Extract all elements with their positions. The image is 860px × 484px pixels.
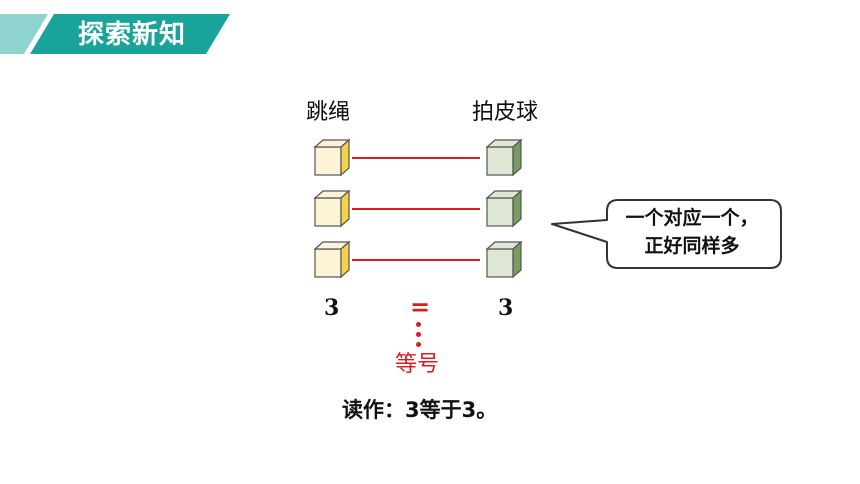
correspondence-line [352, 208, 480, 210]
correspondence-line [352, 259, 480, 261]
equals-sign: = [410, 293, 431, 321]
bounce-ball-cube [485, 138, 523, 177]
section-title: 探索新知 [78, 20, 187, 50]
speech-bubble-text: 一个对应一个， 正好同样多 [606, 204, 778, 260]
jump-rope-cube [313, 240, 351, 279]
bounce-ball-label: 拍皮球 [472, 100, 539, 125]
equals-sign-name: 等号 [395, 352, 440, 377]
left-count: 3 [324, 295, 340, 321]
right-count: 3 [498, 295, 514, 321]
reading-sentence: 读作：3等于3。 [342, 398, 498, 422]
correspondence-line [352, 157, 480, 159]
speech-bubble [551, 199, 782, 269]
speech-line-2: 正好同样多 [644, 235, 740, 257]
speech-line-1: 一个对应一个， [625, 207, 759, 229]
bounce-ball-cube [485, 240, 523, 279]
jump-rope-cube [313, 189, 351, 228]
bounce-ball-cube [485, 189, 523, 228]
jump-rope-cube [313, 138, 351, 177]
section-banner [0, 14, 230, 54]
dotted-pointer [414, 322, 422, 354]
jump-rope-label: 跳绳 [306, 100, 351, 125]
